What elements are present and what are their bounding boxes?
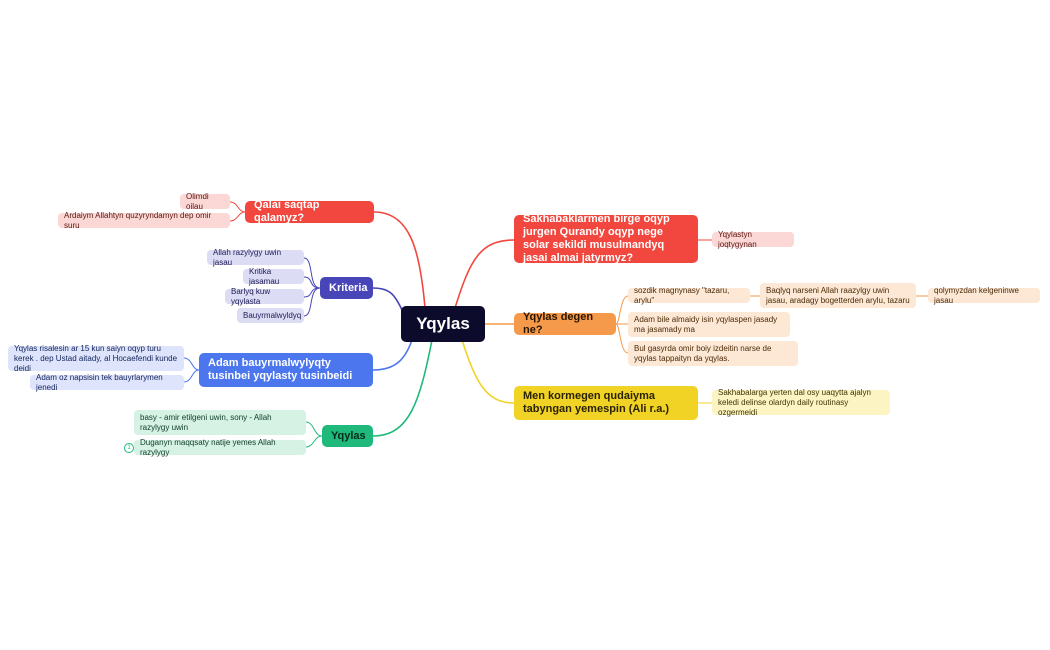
collapse-count-badge[interactable]: 1 <box>124 443 134 453</box>
subtopic-label: Sakhabalarga yerten dal osy uaqytta ajal… <box>718 387 871 417</box>
topic-kriteria[interactable]: Kriteria <box>320 277 373 299</box>
link-adam-c1 <box>183 357 200 371</box>
subtopic-allah-razylygy[interactable]: Allah razylygy uwin jasau <box>207 247 304 267</box>
topic-qalai-saqtap-label: Qalai saqtap qalamyz? <box>254 199 320 224</box>
link-yq-c1 <box>305 421 323 437</box>
subtopic-label: Bauyrmalwyldyq <box>243 310 302 320</box>
topic-men-kormegen[interactable]: Men kormegen qudaiyma tabyngan yemespin … <box>514 386 698 420</box>
subtopic-label: Bul gasyrda omir boiy izdeitin narse de … <box>634 343 772 363</box>
link-yq-c2 <box>305 435 323 448</box>
topic-adam-bauyrmal[interactable]: Adam bauyrmalwylyqty tusinbei yqylasty t… <box>199 353 373 387</box>
link-degen-child3 <box>615 323 629 354</box>
link-adam-c2 <box>183 369 200 383</box>
topic-adam-bauyrmal-label: Adam bauyrmalwylyqty tusinbei yqylasty t… <box>208 357 353 382</box>
subtopic-adam-oz-napsisin[interactable]: Adam oz napsisin tek bauyrlarymen jenedi <box>30 372 184 392</box>
topic-men-kormegen-label: Men kormegen qudaiyma tabyngan yemespin … <box>523 390 670 415</box>
topic-yqylas-degen-ne-label: Yqylas degen ne? <box>523 311 594 336</box>
link-krit-c1 <box>303 257 321 289</box>
subtopic-label: basy - amir etilgeni uwin, sony - Allah … <box>140 412 272 432</box>
topic-sakhabaklarmen-label: Sakhabaklarmen birge oqyp jurgen Qurandy… <box>523 213 670 264</box>
link-root-men-kormegen <box>461 339 515 404</box>
link-degen-child1 <box>615 295 629 325</box>
link-qalai-c2 <box>229 211 246 222</box>
link-krit-c4 <box>303 287 321 317</box>
subtopic-adam-bile-almaidy[interactable]: Adam bile almaidy isin yqylaspen jasady … <box>628 312 790 337</box>
subtopic-ardaiym-allahtyn[interactable]: Ardaiym Allahtyn quzyryndamyn dep omir s… <box>58 210 230 230</box>
topic-yqylas-green-label: Yqylas <box>331 429 366 442</box>
subtopic-basy-amir[interactable]: basy - amir etilgeni uwin, sony - Allah … <box>134 410 306 435</box>
subtopic-sozdik-magynasy[interactable]: sozdik magnynasy "tazaru, arylu" <box>628 285 750 305</box>
subtopic-label: Allah razylygy uwin jasau <box>213 247 282 267</box>
link-root-qalai <box>373 211 426 309</box>
subtopic-label: Duganyn maqqsaty natije yemes Allah razy… <box>140 437 276 457</box>
subtopic-yqylastyn-joqtygynan[interactable]: Yqylastyn joqtygynan <box>712 229 794 249</box>
subtopic-yqylas-risalesin[interactable]: Yqylas risalesin ar 15 kun saiyn oqyp tu… <box>8 343 184 373</box>
subtopic-olimdi-oilau[interactable]: Olimdi oilau <box>180 191 230 211</box>
link-krit-c3 <box>303 287 321 298</box>
topic-yqylas-degen-ne[interactable]: Yqylas degen ne? <box>514 311 616 336</box>
subtopic-bul-gasyrda[interactable]: Bul gasyrda omir boiy izdeitin narse de … <box>628 341 798 366</box>
topic-kriteria-label: Kriteria <box>329 281 368 294</box>
link-qalai-c1 <box>229 201 246 213</box>
subtopic-baqlyq-narseni[interactable]: Baqlyq narseni Allah raazylgy uwin jasau… <box>760 283 916 308</box>
link-root-sakhabaklarmen <box>454 239 515 309</box>
subtopic-label: Yqylas risalesin ar 15 kun saiyn oqyp tu… <box>14 343 178 373</box>
subtopic-label: qolymyzdan kelgeninwe jasau <box>934 285 1019 305</box>
link-root-kriteria <box>372 287 403 311</box>
subtopic-qolymyzdan[interactable]: qolymyzdan kelgeninwe jasau <box>928 285 1040 305</box>
topic-qalai-saqtap[interactable]: Qalai saqtap qalamyz? <box>245 199 374 224</box>
link-root-yqylas-green <box>372 339 433 437</box>
subtopic-label: Adam bile almaidy isin yqylaspen jasady … <box>634 314 778 334</box>
topic-sakhabaklarmen[interactable]: Sakhabaklarmen birge oqyp jurgen Qurandy… <box>514 213 698 264</box>
subtopic-label: Ardaiym Allahtyn quzyryndamyn dep omir s… <box>64 210 212 230</box>
subtopic-label: Kritika jasamau <box>249 266 280 286</box>
subtopic-label: sozdik magnynasy "tazaru, arylu" <box>634 285 730 305</box>
subtopic-kritika-jasamau[interactable]: Kritika jasamau <box>243 266 304 286</box>
subtopic-label: Adam oz napsisin tek bauyrlarymen jenedi <box>36 372 163 392</box>
subtopic-bauyrmalwyldyq[interactable]: Bauyrmalwyldyq <box>237 308 304 323</box>
root-topic[interactable]: Yqylas <box>401 306 485 342</box>
link-root-adam <box>372 339 413 371</box>
subtopic-label: Barlyq kuw yqylasta <box>231 286 271 306</box>
subtopic-duganyn-maqqsaty[interactable]: Duganyn maqqsaty natije yemes Allah razy… <box>134 437 306 457</box>
topic-yqylas-green[interactable]: Yqylas <box>322 425 373 447</box>
subtopic-label: Yqylastyn joqtygynan <box>718 229 757 249</box>
subtopic-label: Baqlyq narseni Allah raazylgy uwin jasau… <box>766 285 910 305</box>
subtopic-barlyq-kuw[interactable]: Barlyq kuw yqylasta <box>225 286 304 306</box>
root-topic-label: Yqylas <box>416 314 470 333</box>
subtopic-sakhabalarga[interactable]: Sakhabalarga yerten dal osy uaqytta ajal… <box>712 387 890 417</box>
subtopic-label: Olimdi oilau <box>186 191 209 211</box>
